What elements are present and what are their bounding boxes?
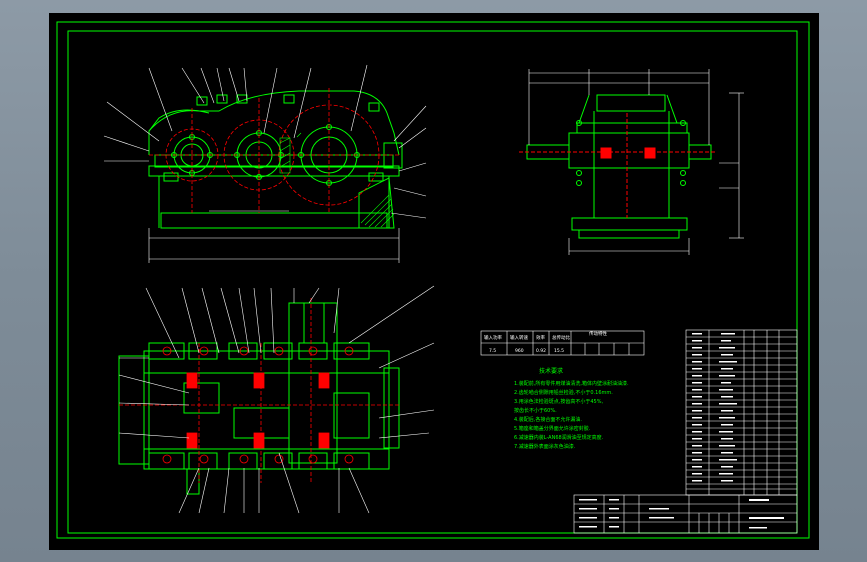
spec-value-2: 960 <box>515 348 524 354</box>
note-line-4: 按齿长不小于60%. <box>514 407 557 414</box>
sheet-outer-frame <box>56 21 810 539</box>
front-dimensions <box>103 64 427 263</box>
gear-reducer-drawing: 输入功率 输入转速 效率 总传动比 传动特性 7.5 960 0.92 15.5… <box>56 21 810 539</box>
note-line-6: 5.箱座和箱盖分界面允许涂密封胶. <box>514 425 591 432</box>
side-view <box>519 94 717 239</box>
note-line-1: 1.装配前,所有零件用煤油清洗,箱体内壁涂耐油油漆. <box>514 380 629 387</box>
cad-viewport[interactable]: 输入功率 输入转速 效率 总传动比 传动特性 7.5 960 0.92 15.5… <box>49 13 819 550</box>
spec-header-4: 总传动比 <box>552 334 570 341</box>
top-section-red <box>119 298 399 483</box>
note-line-7: 6.减速器内装L-AN68润滑油至规定高度. <box>514 434 604 441</box>
title-block <box>573 494 798 534</box>
spec-table <box>480 330 645 356</box>
spec-table-text: 输入功率 输入转速 效率 总传动比 传动特性 7.5 960 0.92 15.5 <box>484 330 607 354</box>
spec-header-3: 效率 <box>536 334 545 341</box>
front-hatch <box>279 132 395 228</box>
spec-value-3: 0.92 <box>536 348 546 354</box>
spec-value-1: 7.5 <box>489 348 496 354</box>
title-block-marks <box>579 499 784 529</box>
notes-heading: 技术要求 <box>539 367 563 375</box>
spec-header-1: 输入功率 <box>484 334 502 341</box>
note-line-2: 2.齿轮啮合侧隙用铅丝检验,不小于0.16mm. <box>514 389 613 396</box>
sheet-inner-frame <box>67 30 798 534</box>
note-line-5: 4.装配后,各接合面不允许漏油. <box>514 416 582 423</box>
front-view <box>148 90 403 229</box>
top-section-leaders <box>118 285 435 514</box>
note-line-3: 3.用涂色法检验斑点,按齿高不小于45%, <box>514 398 603 405</box>
parts-list-marks <box>692 333 737 482</box>
spec-header-5: 传动特性 <box>589 330 607 337</box>
tech-notes: 技术要求 1.装配前,所有零件用煤油清洗,箱体内壁涂耐油油漆. 2.齿轮啮合侧隙… <box>514 367 629 450</box>
front-gear-circles <box>149 88 399 213</box>
side-dimensions <box>528 69 744 255</box>
note-line-8: 7.减速器外表面涂灰色油漆. <box>514 443 576 450</box>
top-section-view <box>118 302 400 495</box>
parts-list <box>685 329 798 496</box>
spec-header-2: 输入转速 <box>510 334 528 341</box>
spec-value-4: 15.5 <box>554 348 564 354</box>
